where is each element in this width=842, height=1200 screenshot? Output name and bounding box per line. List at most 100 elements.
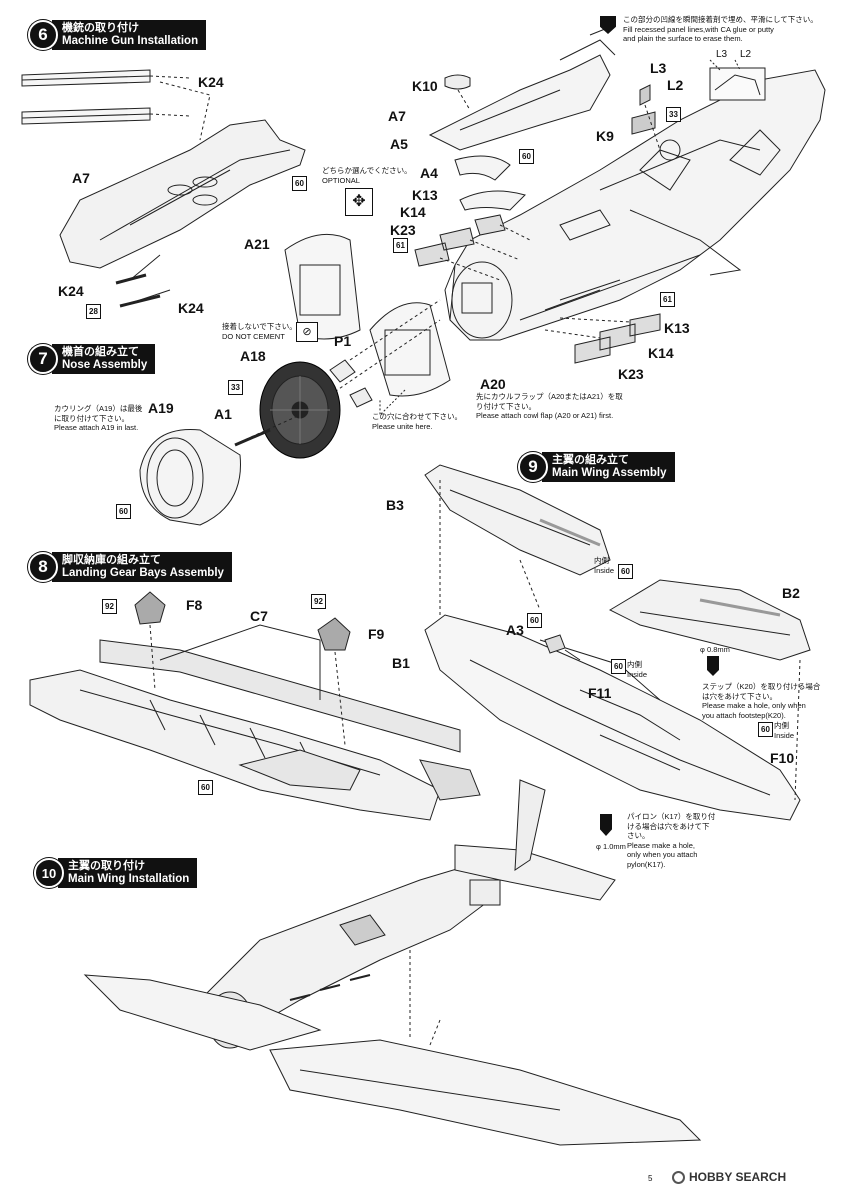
hole-size-label: φ 0.8mm xyxy=(700,645,730,654)
cowl-flap-a20 xyxy=(369,302,451,397)
paint-code: 60 xyxy=(758,722,773,737)
wing-b2 xyxy=(608,579,811,661)
note-inside: 内側 Inside xyxy=(774,721,795,740)
paint-code: 60 xyxy=(116,504,131,519)
step-6-header: 6 機銃の取り付け Machine Gun Installation xyxy=(28,20,207,50)
note-fill-panel-lines: この部分の凹線を瞬間接着剤で埋め、平滑にして下さい。 Fill recessed… xyxy=(623,15,818,43)
drill-icon xyxy=(707,656,719,676)
part-label: F9 xyxy=(368,626,385,642)
a7-gun-cover xyxy=(59,119,306,308)
paint-code: 60 xyxy=(611,659,626,674)
part-label: A7 xyxy=(72,170,90,186)
part-label: K24 xyxy=(178,300,204,316)
part-label: K13 xyxy=(664,320,690,336)
part-label: A18 xyxy=(240,348,266,364)
paint-code: 61 xyxy=(660,292,675,307)
note-optional: どちらか選んでください。 OPTIONAL xyxy=(322,166,412,185)
step-number: 8 xyxy=(28,552,58,582)
step-10-header: 10 主翼の取り付け Main Wing Installation xyxy=(34,858,198,888)
step-7-header: 7 機首の組み立て Nose Assembly xyxy=(28,344,156,374)
part-label: A19 xyxy=(148,400,174,416)
part-label: L3 xyxy=(650,60,667,76)
step-title-jp: 主翼の取り付け xyxy=(68,860,145,872)
landing-gear-bay-c7 xyxy=(29,624,481,821)
paint-code: 60 xyxy=(519,149,534,164)
part-label: A1 xyxy=(214,406,232,422)
part-label: K13 xyxy=(412,187,438,203)
part-label: F8 xyxy=(186,597,203,613)
small-parts xyxy=(414,74,661,281)
part-label: A5 xyxy=(390,136,408,152)
a7-top-panel xyxy=(428,24,616,151)
machine-gun-parts xyxy=(21,69,211,141)
hobby-search-logo-icon xyxy=(672,1170,685,1184)
top-right-inset xyxy=(709,59,766,101)
note-footstep-hole: ステップ（K20）を取り付ける場合 は穴をあけて下さい。 Please make… xyxy=(702,682,821,720)
part-label: P1 xyxy=(334,333,352,349)
note-cowl-flap-first: 先にカウルフラップ（A20またはA21）を取 り付けて下さい。 Please a… xyxy=(476,392,623,420)
paint-code: 61 xyxy=(393,238,408,253)
paint-code: 92 xyxy=(311,594,326,609)
fuselage xyxy=(444,69,826,341)
step-title-jp: 脚収納庫の組み立て xyxy=(62,554,161,566)
part-label: B2 xyxy=(782,585,800,601)
inset-label-l3: L3 xyxy=(716,49,728,60)
paint-code: 60 xyxy=(198,780,213,795)
part-label: B1 xyxy=(392,655,410,671)
drill-icon xyxy=(600,814,612,836)
step-number: 9 xyxy=(518,452,548,482)
step-9-header: 9 主翼の組み立て Main Wing Assembly xyxy=(518,452,675,482)
part-label: K23 xyxy=(618,366,644,382)
brand-watermark: HOBBY SEARCH xyxy=(672,1170,786,1184)
part-label: F10 xyxy=(770,750,795,766)
part-label: K24 xyxy=(198,74,224,90)
part-label: K24 xyxy=(58,283,84,299)
note-unite-here: この穴に合わせて下さい。 Please unite here. xyxy=(372,412,462,431)
step-number: 7 xyxy=(28,344,58,374)
step-title-jp: 機銃の取り付け xyxy=(62,22,139,34)
part-label: K14 xyxy=(400,204,426,220)
optional-arrows-icon: ✥ xyxy=(345,188,373,216)
paint-code: 92 xyxy=(102,599,117,614)
step-number: 10 xyxy=(34,858,64,888)
paint-code: 60 xyxy=(618,564,633,579)
full-aircraft xyxy=(83,779,702,1146)
step-title-en: Main Wing Assembly xyxy=(552,467,667,479)
part-label: A7 xyxy=(388,108,406,124)
engine-a18 xyxy=(259,361,341,459)
page-code: 5 xyxy=(648,1174,653,1183)
step-title-en: Machine Gun Installation xyxy=(62,35,199,47)
gear-parts-f8-f9 xyxy=(134,591,351,746)
paint-code: 60 xyxy=(292,176,307,191)
paint-code: 33 xyxy=(228,380,243,395)
part-label: B3 xyxy=(386,497,404,513)
part-label: F11 xyxy=(588,685,612,701)
drill-icon xyxy=(600,16,616,34)
note-inside: 内側 Inside xyxy=(627,660,648,679)
hole-size-label: φ 1.0mm xyxy=(596,842,626,851)
wing-b3 xyxy=(424,464,611,576)
part-label: K10 xyxy=(412,78,438,94)
step-number: 6 xyxy=(28,20,58,50)
part-label: K23 xyxy=(390,222,416,238)
part-label: A4 xyxy=(420,165,438,181)
part-label: A20 xyxy=(480,376,506,392)
note-do-not-cement: 接着しないで下さい。 DO NOT CEMENT xyxy=(222,322,297,341)
step-title-en: Nose Assembly xyxy=(62,359,148,371)
part-label: L2 xyxy=(667,77,684,93)
step-title-jp: 機首の組み立て xyxy=(62,346,139,358)
step-8-header: 8 脚収納庫の組み立て Landing Gear Bays Assembly xyxy=(28,552,232,582)
part-label: A3 xyxy=(506,622,524,638)
wing-b1 xyxy=(424,614,801,821)
step-title-en: Main Wing Installation xyxy=(68,873,190,885)
paint-code: 28 xyxy=(86,304,101,319)
cowling-a19 xyxy=(139,429,241,526)
inset-label-l2: L2 xyxy=(740,49,752,60)
part-label: C7 xyxy=(250,608,268,624)
step-title-en: Landing Gear Bays Assembly xyxy=(62,567,224,579)
note-cowling: カウリング（A19）は最後 に取り付けて下さい。 Please attach A… xyxy=(54,404,143,432)
note-inside: 内側 Inside xyxy=(594,556,615,575)
part-label: K14 xyxy=(648,345,674,361)
part-label: A21 xyxy=(244,236,270,252)
